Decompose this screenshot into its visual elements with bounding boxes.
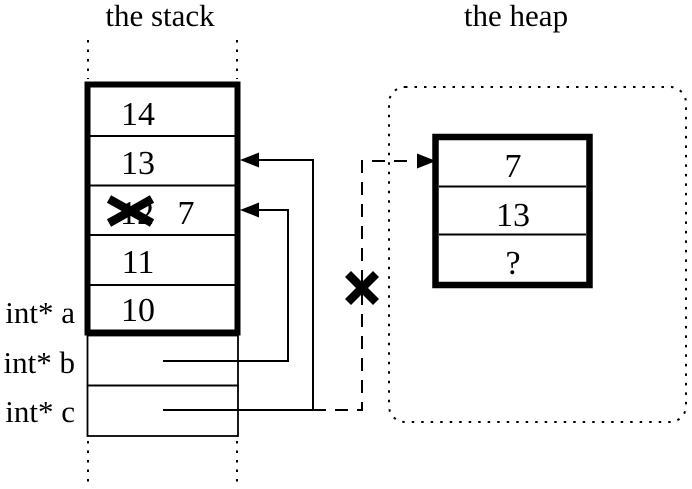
- label-int-b: int* b: [4, 345, 75, 380]
- stack-frame: [84, 81, 241, 336]
- crossed-out-value-x-icon: [106, 195, 155, 227]
- dangling-pointer-wire: [313, 160, 414, 411]
- pointer-b-wire: [163, 209, 289, 362]
- stack-cell-value: 14: [121, 96, 155, 133]
- heap-cell-value: 13: [496, 197, 530, 234]
- pointer-c-wire: [163, 159, 314, 411]
- label-int-a: int* a: [5, 295, 75, 330]
- heap-cell-value: 7: [505, 148, 522, 185]
- dangling-pointer-arrowhead-icon: [417, 153, 436, 169]
- pointer-b-arrowhead-icon: [240, 202, 259, 218]
- stack-cell-value: 10: [121, 292, 155, 329]
- x-stroke: [106, 195, 155, 227]
- label-int-c: int* c: [5, 394, 75, 429]
- x-stroke: [344, 270, 380, 306]
- stack-cell-new-value: 7: [178, 195, 195, 232]
- invalid-pointer-x-icon: [344, 270, 380, 306]
- stack-cell-value: 11: [122, 244, 155, 281]
- pointer-c-arrowhead-icon: [240, 152, 259, 168]
- stack-title: the stack: [105, 0, 215, 33]
- heap-frame: [432, 133, 593, 289]
- heap-cell-value: ?: [505, 245, 520, 282]
- heap-title: the heap: [464, 0, 568, 33]
- stack-cell-value: 13: [121, 145, 155, 182]
